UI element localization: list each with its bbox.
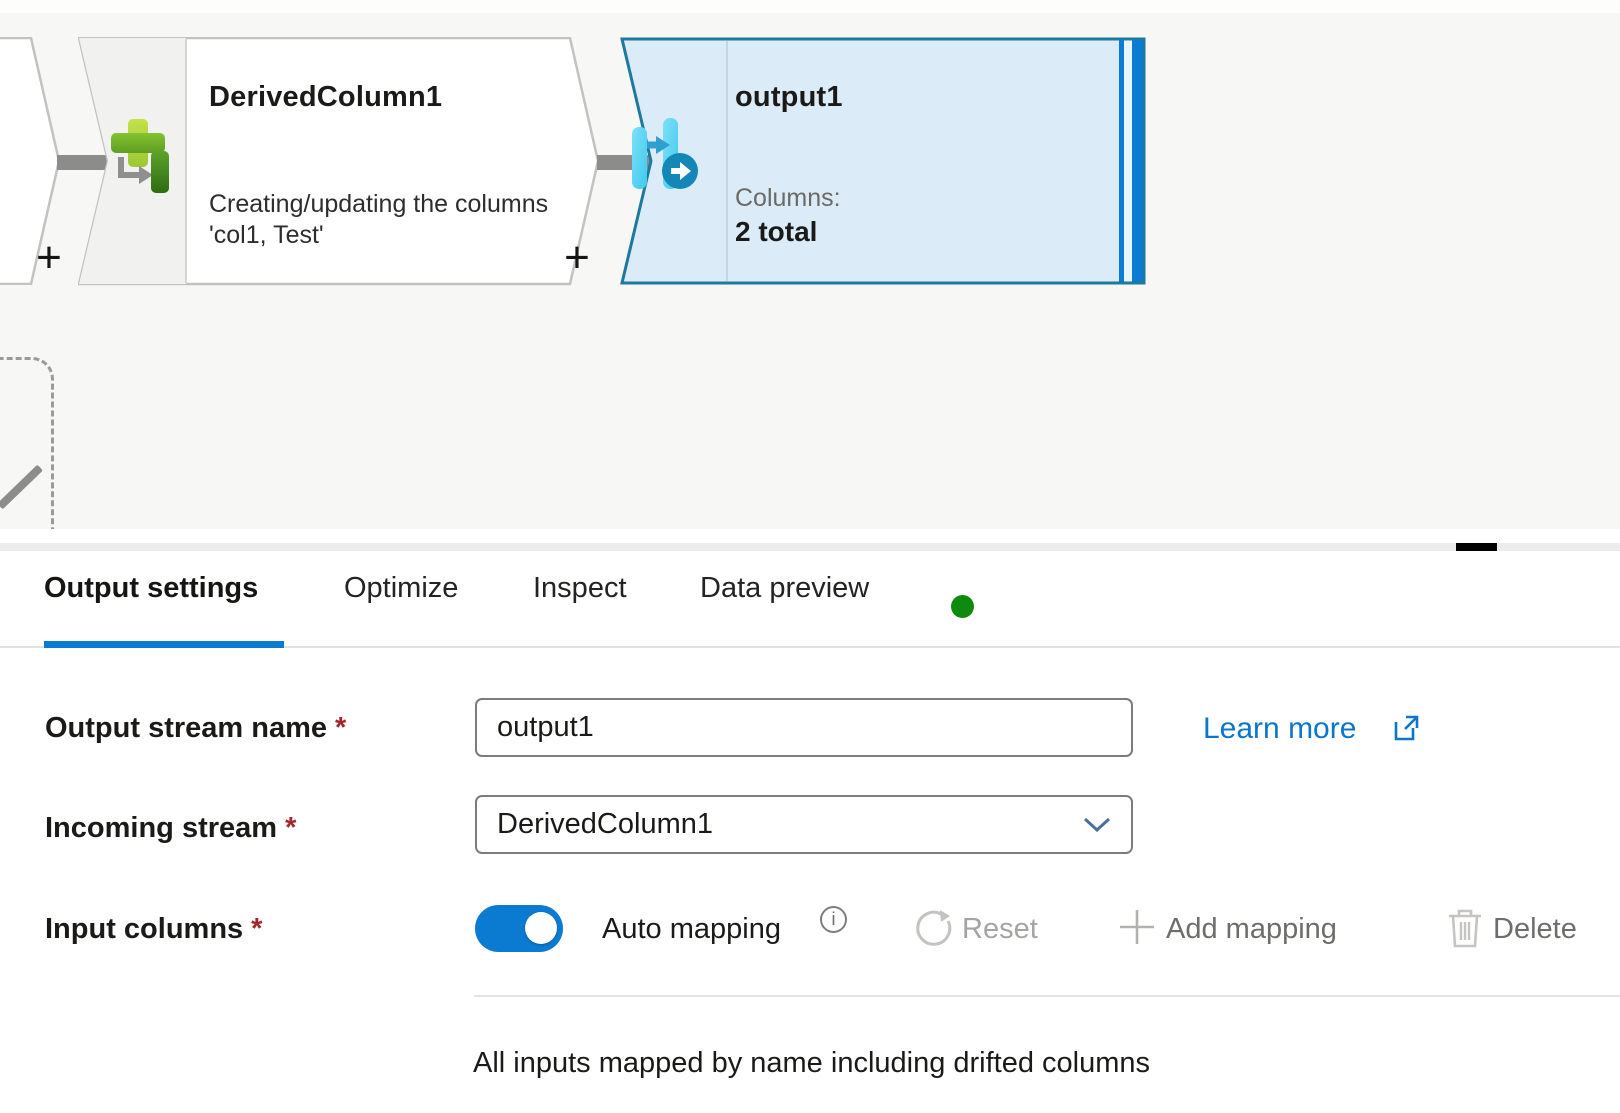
chevron-down-icon [1083,817,1111,832]
stream-connector [57,155,109,170]
reset-icon[interactable] [915,908,955,948]
derived-column-node-description: Creating/updating the columns 'col1, Tes… [209,190,549,249]
derived-column-icon [111,119,169,193]
auto-mapping-toggle[interactable] [475,905,563,952]
output-node-columns-value: 2 total [735,216,818,247]
panel-resize-bar[interactable] [0,543,1620,551]
data-preview-status-dot [951,595,974,618]
output-node-columns-label: Columns: [735,184,841,212]
delete-button[interactable]: Delete [1493,913,1577,945]
incoming-stream-selected-value: DerivedColumn1 [497,808,713,840]
tab-data-preview[interactable]: Data preview [700,572,870,604]
incoming-stream-dropdown[interactable]: DerivedColumn1 [475,795,1133,854]
add-transformation-button[interactable]: + [564,233,590,282]
required-asterisk: * [251,913,263,945]
trash-icon[interactable] [1447,908,1483,948]
output-stream-name-input[interactable] [475,698,1133,757]
active-tab-underline [44,641,284,648]
upstream-node-partial[interactable] [0,37,61,285]
auto-mapping-label: Auto mapping [602,913,781,945]
info-icon[interactable]: i [820,906,847,933]
tab-inspect[interactable]: Inspect [533,572,627,604]
learn-more-link[interactable]: Learn more [1203,712,1357,745]
mapping-note-text: All inputs mapped by name including drif… [473,1047,1151,1079]
mapping-separator [474,995,1620,997]
add-mapping-button[interactable]: Add mapping [1166,913,1337,945]
tab-output-settings[interactable]: Output settings [44,572,259,604]
toggle-knob [525,912,557,944]
output-stream-name-label: Output stream name* [45,712,347,744]
external-link-icon[interactable] [1391,713,1421,743]
panel-drag-handle[interactable] [1456,543,1497,551]
dataflow-canvas[interactable]: DerivedColumn1 Creating/updating the col… [0,0,1620,529]
derived-column-node-shape[interactable] [78,37,600,286]
tabs-baseline [0,646,1620,648]
incoming-stream-label: Incoming stream* [45,812,297,844]
add-transformation-button[interactable]: + [36,233,62,282]
canvas-placeholder-dashed-box [0,357,54,529]
required-asterisk: * [285,812,297,844]
add-icon[interactable] [1118,908,1156,946]
input-columns-label: Input columns* [45,913,263,945]
output-sink-node-shape[interactable] [620,37,1146,286]
reset-button[interactable]: Reset [962,913,1038,945]
sink-icon [632,118,698,189]
required-asterisk: * [335,712,347,744]
tab-optimize[interactable]: Optimize [344,572,459,604]
output-node-title: output1 [735,81,843,113]
canvas-top-strip [0,0,1620,13]
derived-column-node-title: DerivedColumn1 [209,81,443,113]
